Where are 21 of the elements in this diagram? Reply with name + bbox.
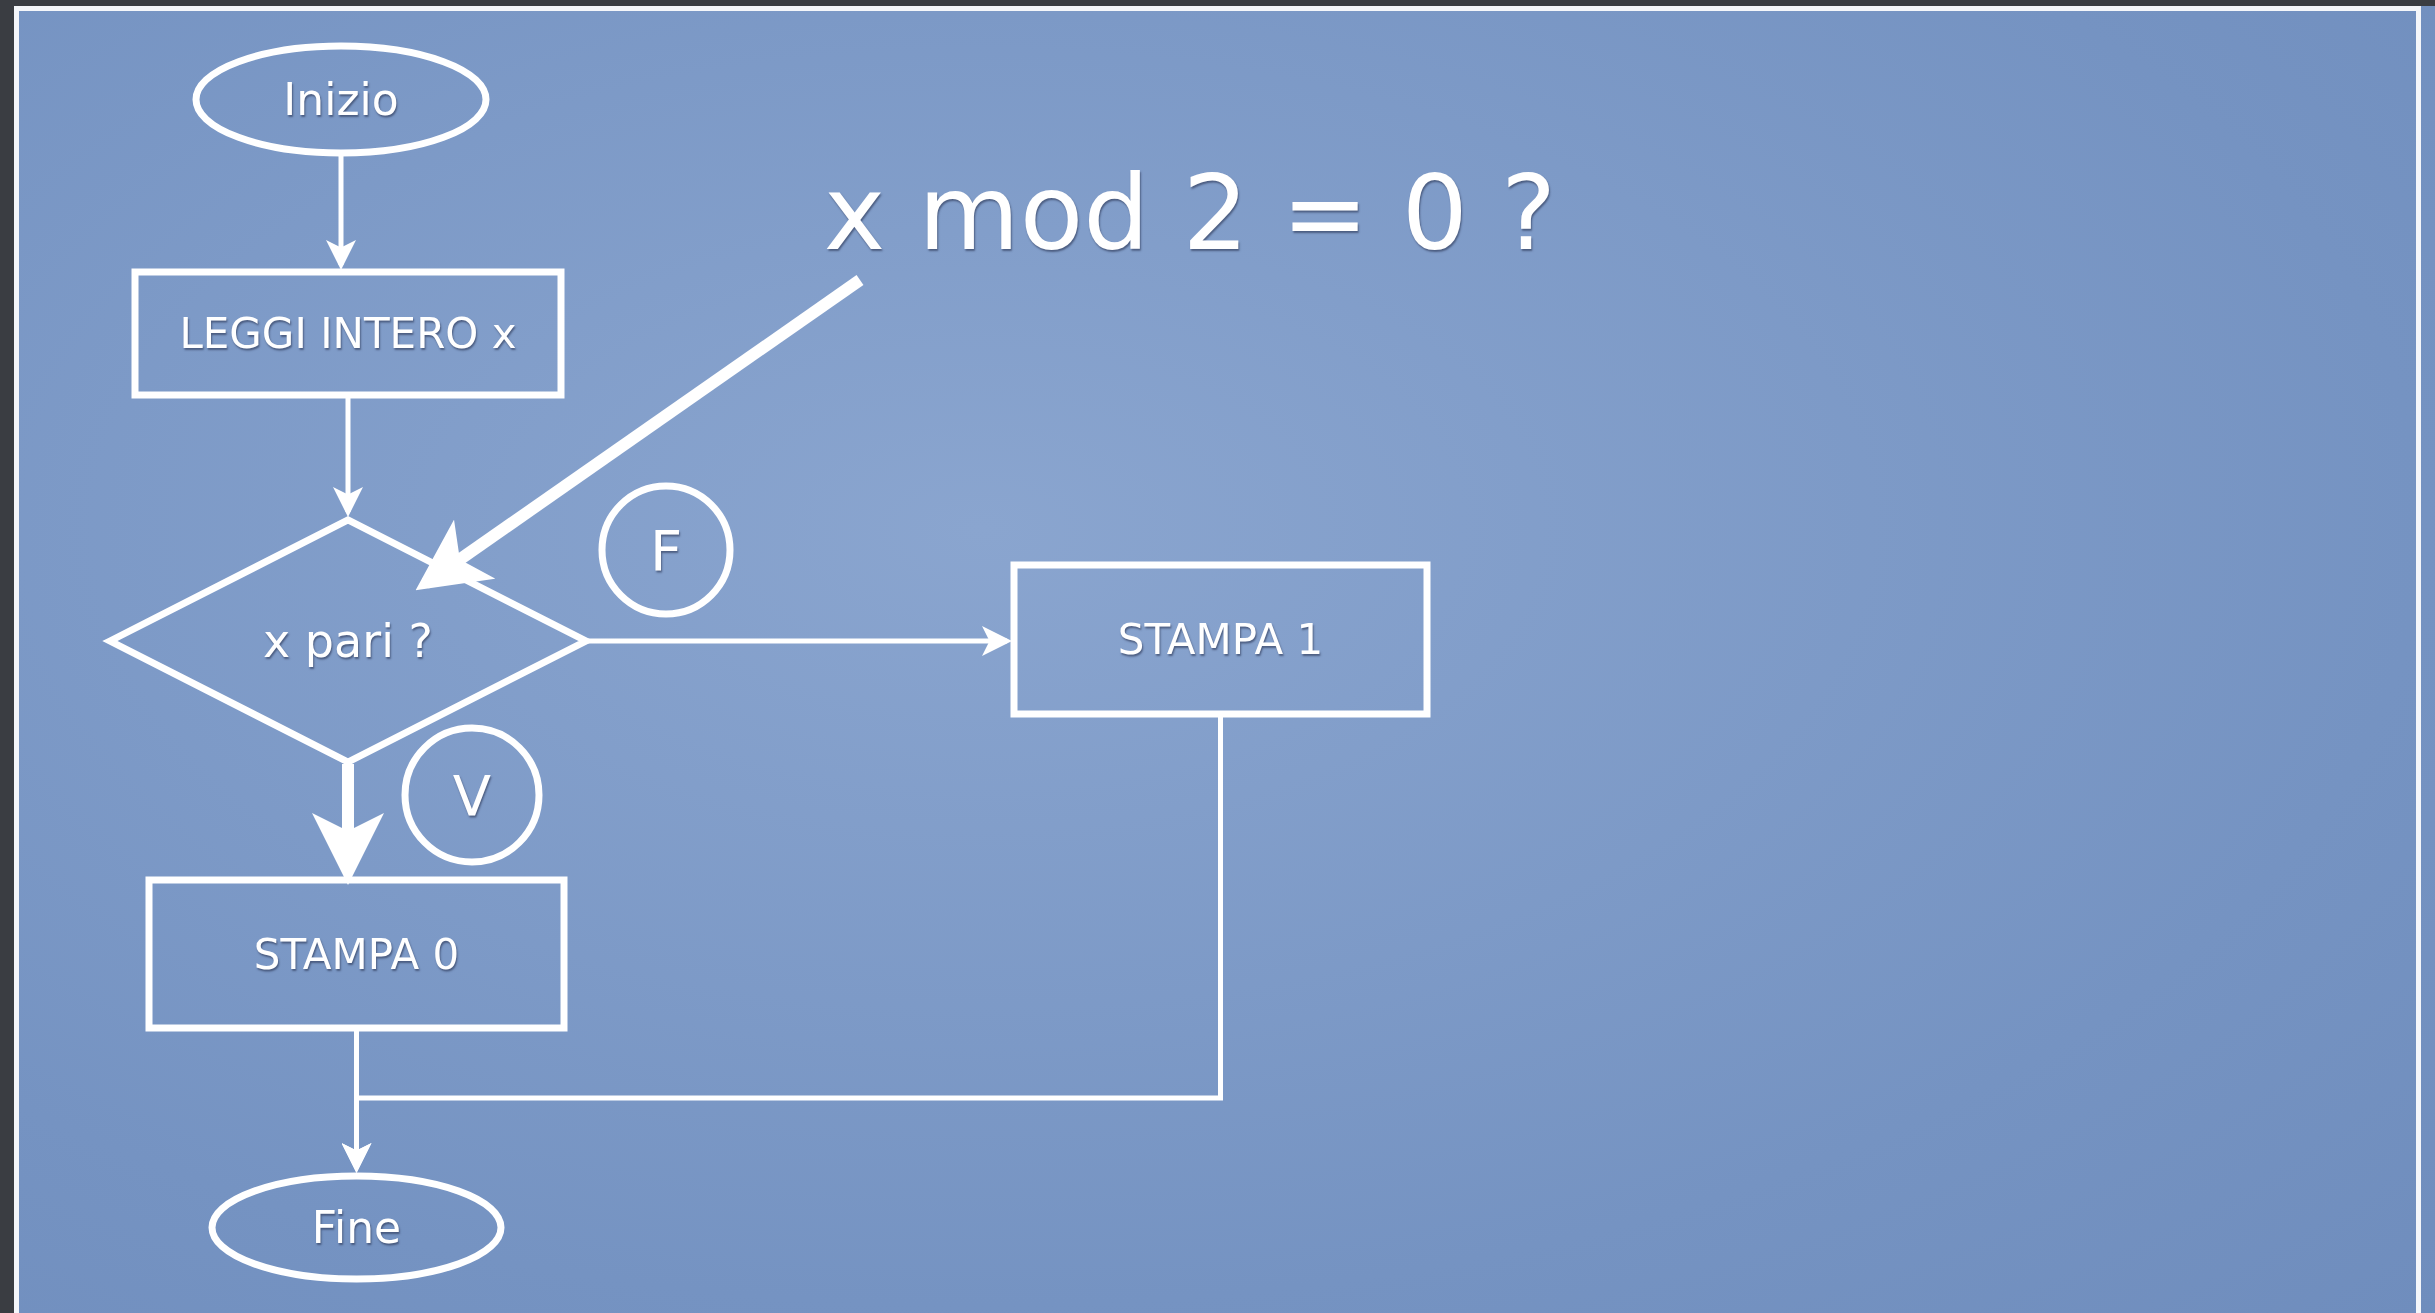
end-ellipse	[208, 1172, 505, 1283]
process-box	[132, 269, 564, 398]
node-label: V	[452, 762, 492, 828]
node-label: Fine	[311, 1202, 402, 1253]
arrow	[333, 396, 363, 517]
start-ellipse	[192, 42, 490, 157]
node-label: STAMPA 1	[1117, 615, 1324, 664]
node-label: STAMPA 0	[253, 929, 460, 979]
process-box	[146, 877, 567, 1031]
arrow	[415, 275, 864, 591]
node-label: x pari ?	[263, 614, 433, 668]
branch-circle	[598, 482, 734, 618]
process-box	[1011, 562, 1430, 717]
arrow	[588, 626, 1012, 656]
node-label: LEGGI INTERO x	[179, 309, 517, 358]
arrow	[326, 155, 356, 270]
branch-circle	[401, 724, 543, 866]
node-label: F	[649, 517, 683, 583]
node-label: Inizio	[283, 74, 399, 125]
node-label: x mod 2 = 0 ?	[823, 151, 1557, 274]
arrow	[341, 715, 1223, 1173]
